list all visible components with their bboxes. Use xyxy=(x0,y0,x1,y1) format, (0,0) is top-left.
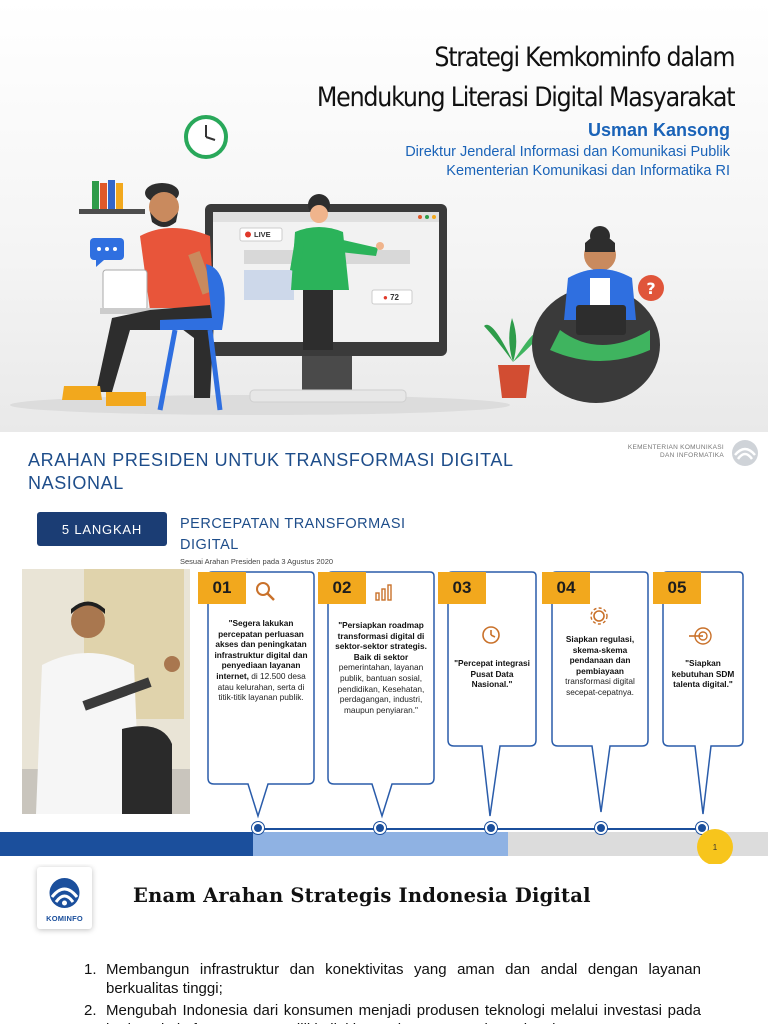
steps-badge: 5 LANGKAH xyxy=(37,512,167,546)
step-card-2: 02 "Persiapkan roadmap transformasi digi… xyxy=(318,570,436,820)
cover-title-line1: Strategi Kemkominfo dalam xyxy=(434,42,735,73)
list-item-text: Mengubah Indonesia dari konsumen menjadi… xyxy=(106,1002,701,1024)
list-item: 1. Membangun infrastruktur dan konektivi… xyxy=(84,960,701,998)
timeline-line xyxy=(255,828,707,830)
slide2-subtitle: PERCEPATAN TRANSFORMASI DIGITAL xyxy=(180,516,406,553)
viewer-count: ● 72 xyxy=(383,293,399,302)
list-item-text: Membangun infrastruktur dan konektivitas… xyxy=(106,961,701,997)
wall-clock-icon xyxy=(184,115,228,159)
step-number: 05 xyxy=(653,572,701,604)
step-number: 01 xyxy=(198,572,246,604)
svg-text:?: ? xyxy=(646,279,655,298)
step-text-normal: transformasi digital secepat-cepatnya. xyxy=(565,676,635,697)
step-text-bold: "Percepat integrasi Pusat Data Nasional.… xyxy=(454,658,530,690)
step-text: "Segera lakukan percepatan perluasan aks… xyxy=(214,618,308,703)
step-card-4: 04 Siapkan regulasi, skema-skema pendana… xyxy=(542,570,650,820)
ministry-logo-text: KEMENTERIAN KOMUNIKASI DAN INFORMATIKA xyxy=(628,444,724,460)
author-name: Usman Kansong xyxy=(587,120,730,140)
viewer-icon: ● xyxy=(383,293,388,302)
step-text: "Percepat integrasi Pusat Data Nasional.… xyxy=(454,658,530,690)
page-number: 1 xyxy=(697,829,733,864)
slide-cover: ? Strategi Kemkominfo dalam Mendukung Li… xyxy=(0,0,768,432)
gear-icon xyxy=(590,607,608,625)
cover-illustration: ? xyxy=(10,115,664,415)
step-text: Siapkan regulasi, skema-skema pendanaan … xyxy=(558,634,642,698)
kominfo-logo-icon xyxy=(732,440,758,466)
step-text: "Persiapkan roadmap transformasi digital… xyxy=(334,620,428,715)
bar-chart-icon xyxy=(375,584,392,601)
step-number: 04 xyxy=(542,572,590,604)
author-role: Direktur Jenderal Informasi dan Komunika… xyxy=(405,143,730,181)
clock-icon xyxy=(482,626,500,644)
step-text-bold: "Siapkan kebutuhan SDM talenta digital." xyxy=(671,658,735,690)
ministry-logo-line2: DAN INFORMATIKA xyxy=(660,452,724,459)
step-text-bold: "Segera lakukan percepatan perluasan aks… xyxy=(214,618,308,681)
slide2-note: Sesuai Arahan Presiden pada 3 Agustus 20… xyxy=(180,557,334,566)
author-role-line2: Kementerian Komunikasi dan Informatika R… xyxy=(446,163,730,179)
viewer-count-value: 72 xyxy=(390,293,399,302)
ministry-logo-line1: KEMENTERIAN KOMUNIKASI xyxy=(627,444,724,451)
slide-five-steps: ARAHAN PRESIDEN UNTUK TRANSFORMASI DIGIT… xyxy=(0,432,768,864)
timeline-dot xyxy=(374,822,386,834)
step-text-bold: Siapkan regulasi, skema-skema pendanaan … xyxy=(565,634,635,676)
step-card-1: 01 "Segera lakukan percepatan perluasan … xyxy=(198,570,316,820)
live-label: LIVE xyxy=(254,230,271,239)
kominfo-emblem-icon xyxy=(49,878,80,908)
list-item-number: 1. xyxy=(84,961,97,978)
step-text-normal: di 12.500 desa atau kelurahan, serta di … xyxy=(217,670,306,703)
cover-title-line2: Mendukung Literasi Digital Masyarakat xyxy=(316,82,736,113)
slide-six-directions: KOMINFO Enam Arahan Strategis Indonesia … xyxy=(0,864,768,1024)
step-number: 02 xyxy=(318,572,366,604)
step-card-3: 03 "Percepat integrasi Pusat Data Nasion… xyxy=(438,570,538,820)
kominfo-logo: KOMINFO xyxy=(37,867,92,929)
footer-bar-dark xyxy=(0,832,253,856)
directions-list: 1. Membangun infrastruktur dan konektivi… xyxy=(84,960,701,1024)
slide2-title: ARAHAN PRESIDEN UNTUK TRANSFORMASI DIGIT… xyxy=(28,450,513,493)
step-number: 03 xyxy=(438,572,486,604)
timeline-dot xyxy=(485,822,497,834)
step-text: "Siapkan kebutuhan SDM talenta digital." xyxy=(665,658,741,690)
president-photo xyxy=(22,569,190,814)
target-icon xyxy=(689,627,712,645)
list-item: 2. Mengubah Indonesia dari konsumen menj… xyxy=(84,1001,701,1024)
step-text-normal: pemerintahan, layanan publik, bantuan so… xyxy=(337,662,425,715)
slide3-title: Enam Arahan Strategis Indonesia Digital xyxy=(133,884,591,907)
list-item-number: 2. xyxy=(84,1002,97,1019)
timeline-dot xyxy=(595,822,607,834)
cover-title: Strategi Kemkominfo dalam Mendukung Lite… xyxy=(316,38,736,118)
search-icon xyxy=(256,582,275,601)
footer-bar-light xyxy=(253,832,508,856)
step-text-bold: "Persiapkan roadmap transformasi digital… xyxy=(335,620,427,662)
kominfo-logo-label: KOMINFO xyxy=(46,914,83,923)
timeline-dot xyxy=(252,822,264,834)
author-role-line1: Direktur Jenderal Informasi dan Komunika… xyxy=(405,144,730,160)
step-card-5: 05 "Siapkan kebutuhan SDM talenta digita… xyxy=(653,570,745,820)
